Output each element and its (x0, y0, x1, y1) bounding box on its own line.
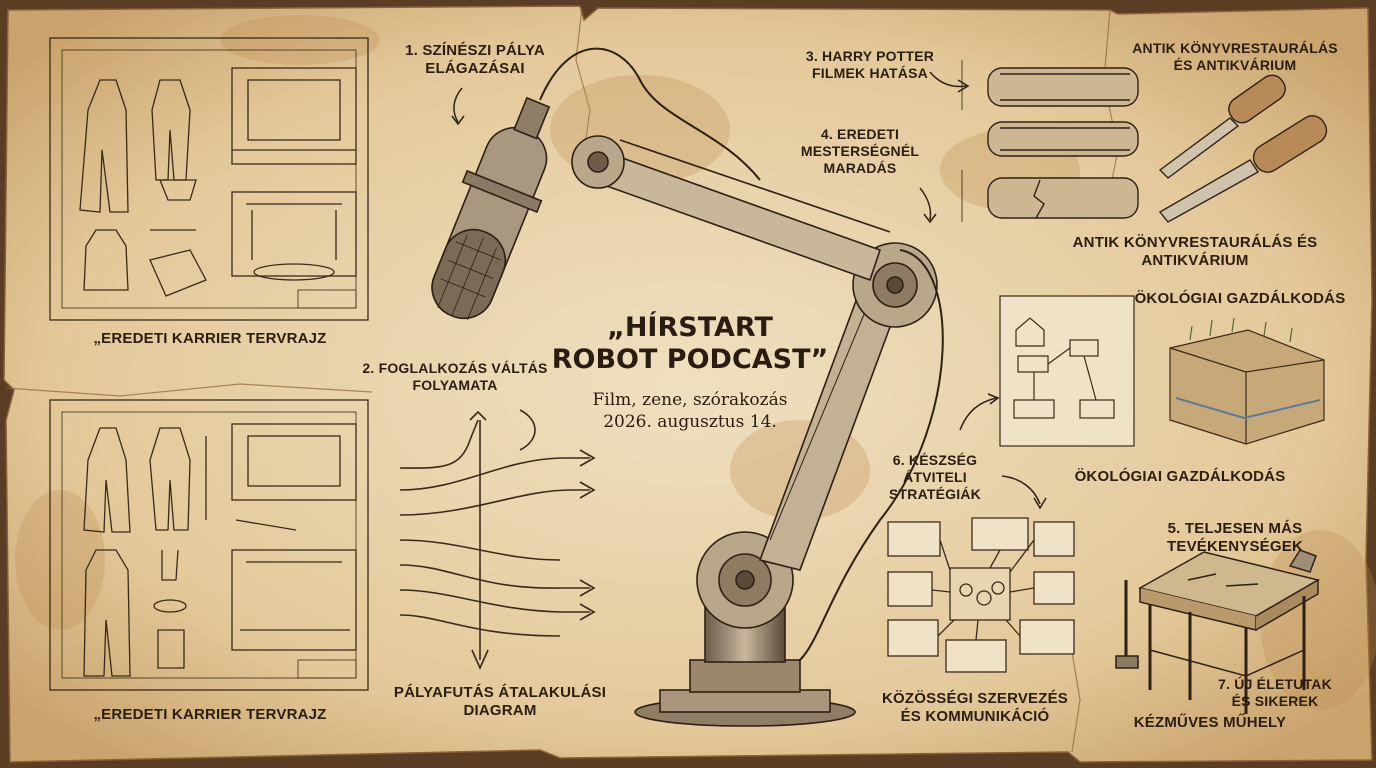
podcast-date: 2026. augusztus 14. (603, 412, 777, 433)
blueprint-panel-bottom (49, 399, 369, 691)
flow-arrows-diagram (399, 409, 596, 670)
label-career-blueprint-top: „Eredeti karrier tervrajz (93, 330, 327, 347)
label-career-diagram: Pályafutás átalakulási diagram (393, 684, 607, 719)
podcast-topic: Film, zene, szórakozás (592, 390, 788, 410)
label-new-paths: 7. Új életutak és sikerek (1218, 676, 1332, 709)
label-different-activities: 5. Teljesen más tevékenységek (1167, 520, 1303, 555)
label-community: Közösségi szervezés és kommunikáció (881, 690, 1069, 725)
podcast-title: „HÍRSTART ROBOT PODCAST” (540, 312, 840, 377)
blueprint-panel-top (49, 37, 369, 321)
podcast-title-line1: „HÍRSTART (607, 312, 773, 343)
label-craft-workshop: Kézműves műhely (1133, 714, 1287, 731)
podcast-title-line2: ROBOT PODCAST” (551, 344, 829, 376)
label-skill-transfer: 6. Készség átviteli stratégiák (889, 452, 981, 502)
ecology-blueprint-illustration (999, 295, 1325, 447)
label-eco-bottom: Ökológiai gazdálkodás (1074, 468, 1286, 485)
label-harry-potter: 3. Harry Potter filmek hatása (805, 48, 935, 81)
label-eco-top: Ökológiai gazdálkodás (1134, 290, 1346, 307)
skill-transfer-flowchart (887, 517, 1075, 673)
label-antique-middle: Antik könyvrestaurálás és antikvárium (1072, 234, 1318, 269)
podcast-subtitle: Film, zene, szórakozás 2026. augusztus 1… (560, 389, 820, 433)
label-acting-branches: 1. Színészi pálya elágazásai (405, 42, 545, 77)
label-occupation-change: 2. Foglalkozás váltás folyamata (362, 360, 548, 393)
robot-arm-illustration (431, 47, 944, 727)
carving-tools-illustration (1158, 74, 1328, 223)
label-career-blueprint-bottom: „Eredeti karrier tervrajz (93, 706, 327, 723)
label-stay-craft: 4. Eredeti mesterségnél maradás (800, 126, 920, 176)
label-antique-top: Antik könyvrestaurálás és antikvárium (1132, 40, 1338, 73)
books-illustration (961, 60, 1139, 222)
pointer-arrows (451, 71, 1047, 510)
workbench-illustration (1115, 549, 1320, 714)
